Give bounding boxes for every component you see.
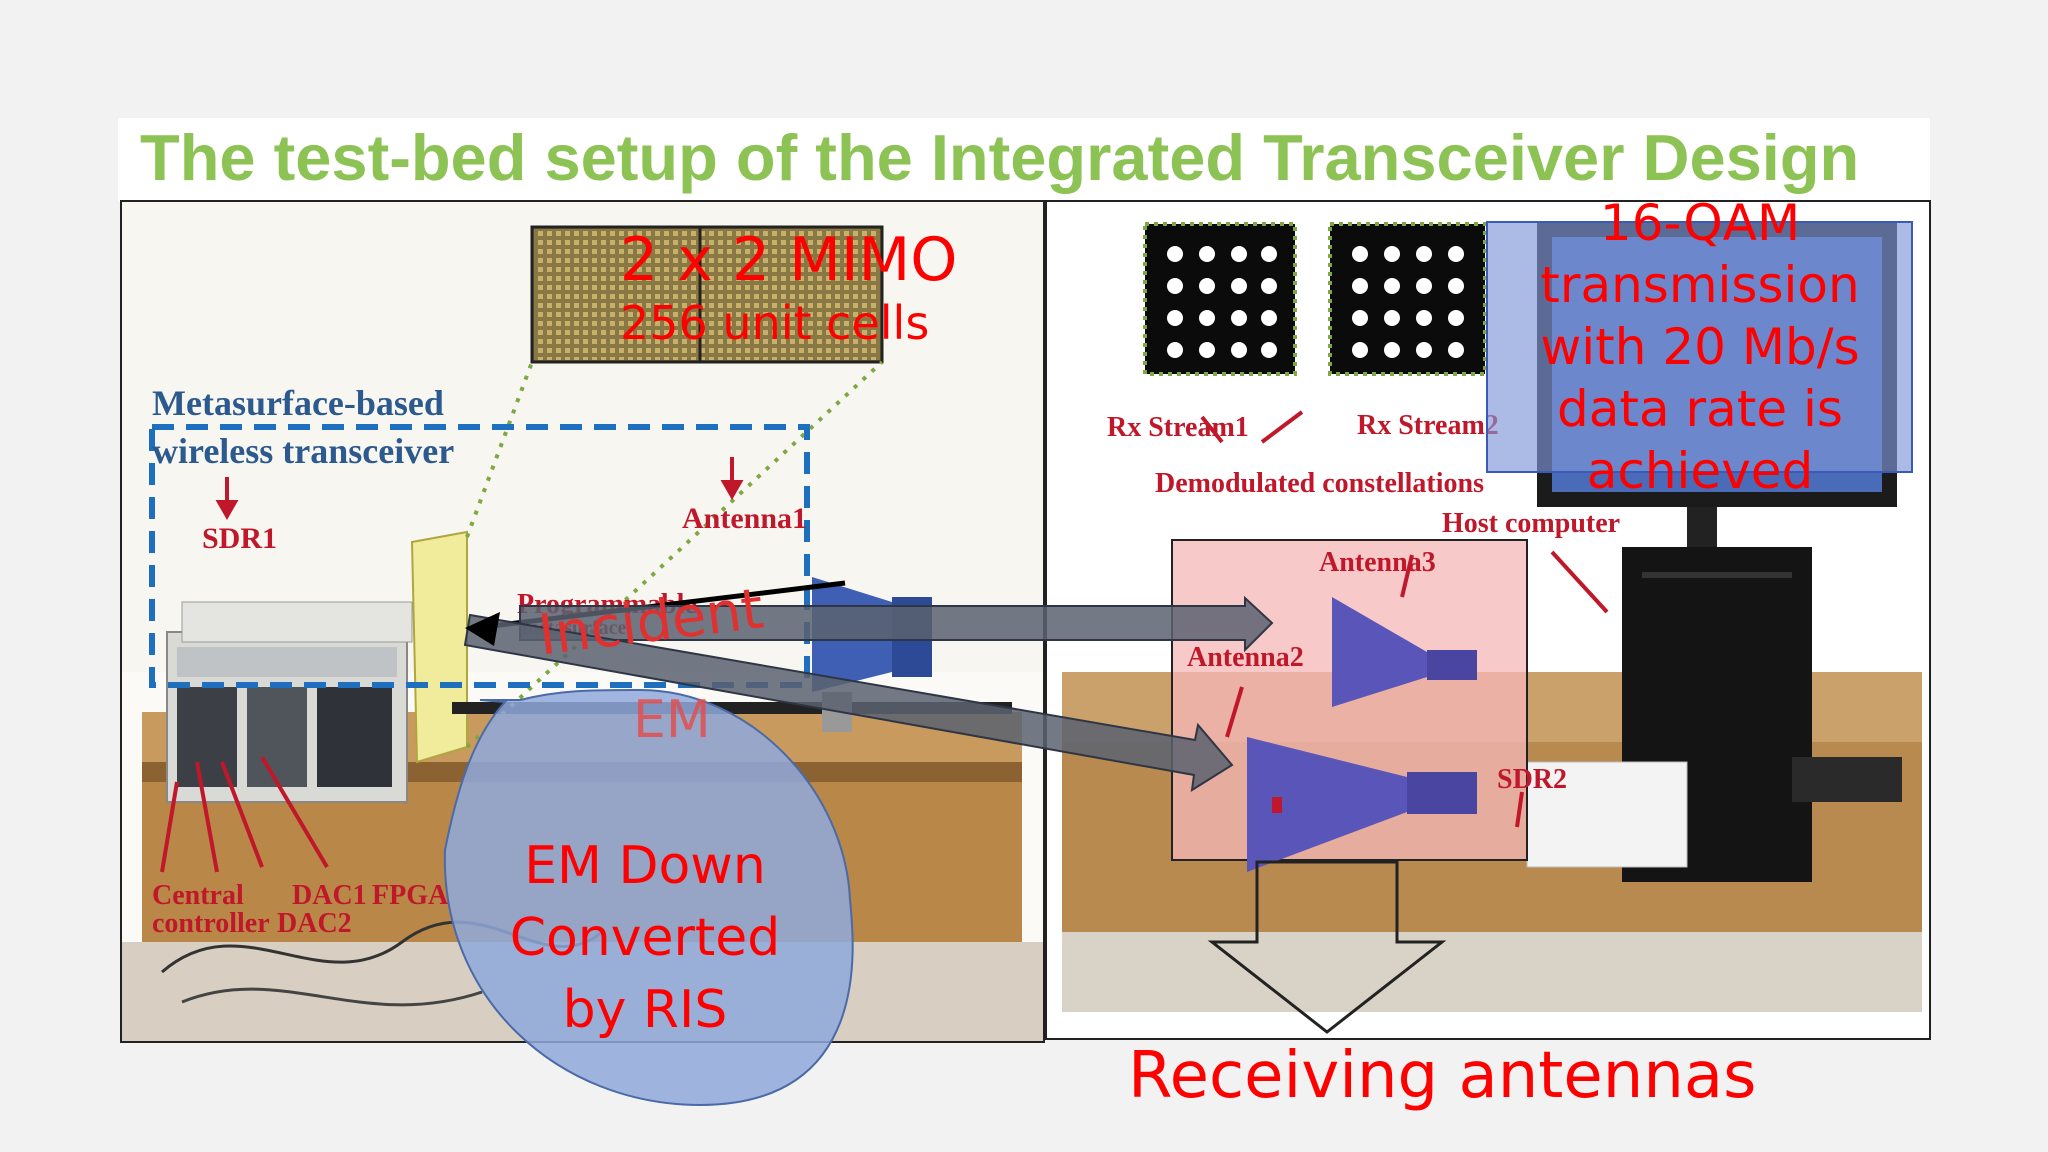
down-arrow-outline (1207, 860, 1447, 1034)
label-sdr1: SDR1 (202, 522, 278, 555)
label-dac2: DAC2 (277, 908, 352, 939)
overlay-em: EM (633, 690, 711, 750)
label-fpga: FPGA (372, 880, 449, 911)
metasurface-panel (410, 530, 468, 764)
sdr2-hardware (1526, 761, 1688, 868)
label-rx-stream1: Rx Stream1 (1107, 412, 1249, 443)
label-metasurface-line2: wireless transceiver (152, 431, 455, 471)
title-band (118, 118, 1930, 202)
label-central-line1: Central (152, 880, 244, 911)
constellation-stream2 (1328, 222, 1487, 376)
qam-text: 16-QAM transmission with 20 Mb/s data ra… (1485, 192, 1915, 502)
antenna3-horn (1332, 597, 1477, 707)
label-metasurface-line1: Metasurface-based (152, 383, 444, 423)
em-down-line1: EM Down (524, 836, 766, 896)
qam-line2: transmission (1540, 256, 1860, 314)
sdr1-hardware (166, 601, 413, 803)
label-host-computer: Host computer (1442, 508, 1621, 539)
mimo-inset (530, 225, 884, 364)
label-antenna3: Antenna3 (1319, 547, 1436, 578)
constellation-stream1 (1143, 222, 1297, 376)
label-demodulated: Demodulated constellations (1155, 468, 1484, 499)
receiving-antennas-caption: Receiving antennas (1128, 1039, 1757, 1113)
label-rx-stream2: Rx Stream2 (1357, 410, 1499, 441)
em-down-line3: by RIS (562, 980, 728, 1040)
label-central-line2: controller (152, 908, 270, 939)
label-sdr2: SDR2 (1497, 764, 1568, 795)
label-dac1: DAC1 (292, 880, 367, 911)
antenna2-horn (1247, 737, 1477, 872)
qam-line5: achieved (1586, 442, 1814, 500)
slide-title: The test-bed setup of the Integrated Tra… (140, 121, 1860, 194)
qam-line1: 16-QAM (1599, 194, 1801, 252)
label-antenna2: Antenna2 (1187, 642, 1304, 673)
overlay-unit-cells: 256 unit cells (620, 296, 930, 350)
overlay-mimo: 2 x 2 MIMO (620, 225, 958, 295)
em-down-text: EM Down Converted by RIS (455, 830, 835, 1046)
em-down-line2: Converted (509, 908, 781, 968)
qam-line3: with 20 Mb/s (1540, 318, 1860, 376)
label-antenna1: Antenna1 (682, 502, 808, 535)
qam-line4: data rate is (1557, 380, 1843, 438)
